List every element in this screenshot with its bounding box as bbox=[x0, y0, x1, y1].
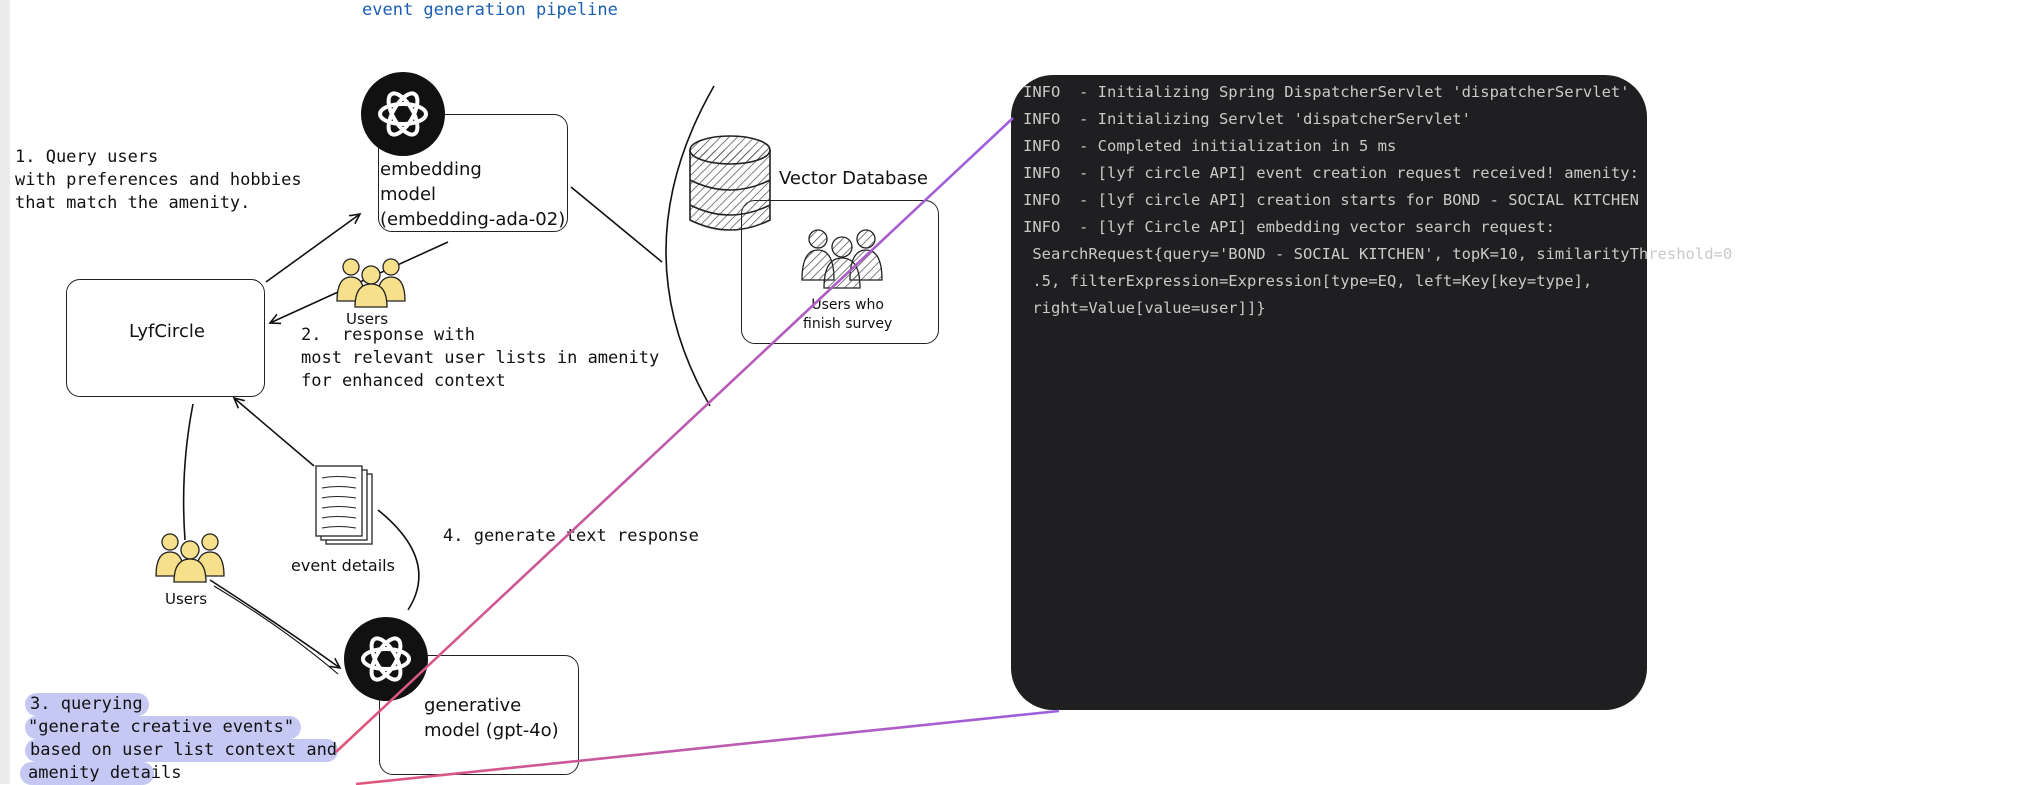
lyfcircle-box bbox=[66, 279, 265, 397]
terminal-line: INFO - [lyf circle API] creation starts … bbox=[1023, 191, 1639, 209]
users-group-icon bbox=[801, 229, 883, 289]
lyfcircle-label: LyfCircle bbox=[129, 321, 205, 342]
connector-lyfcircle-to-users bbox=[182, 403, 194, 541]
connector-embedding-to-db bbox=[570, 186, 663, 263]
event-details-label: event details bbox=[291, 556, 395, 575]
users-group-icon bbox=[155, 533, 225, 583]
zoom-line-bottom bbox=[355, 709, 1060, 785]
database-icon bbox=[689, 135, 771, 231]
step-3-line-1: 3. querying bbox=[30, 694, 143, 714]
step-2-label: 2. response with most relevant user list… bbox=[301, 325, 660, 391]
connector-generative-to-docs bbox=[377, 509, 420, 611]
users-bottom-label: Users bbox=[165, 590, 208, 608]
terminal-line: INFO - Initializing Spring DispatcherSer… bbox=[1023, 83, 1630, 101]
arrow-lyfcircle-to-embedding bbox=[265, 214, 360, 283]
users-finish-survey-label: Users who finish survey bbox=[803, 297, 893, 332]
step-3-line-4: amenity details bbox=[28, 763, 182, 783]
terminal-line: .5, filterExpression=Expression[type=EQ,… bbox=[1023, 272, 1593, 290]
users-group-icon bbox=[336, 258, 406, 308]
step-3-highlight-3 bbox=[25, 739, 338, 762]
step-3-line-2: "generate creative events" bbox=[28, 717, 295, 737]
step-3-highlight-2 bbox=[25, 716, 301, 739]
step-3-highlight-4 bbox=[20, 762, 154, 785]
terminal-line: INFO - Completed initialization in 5 ms bbox=[1023, 137, 1397, 155]
terminal-log: INFO - Initializing Spring DispatcherSer… bbox=[1023, 79, 2023, 322]
step-4-label: 4. generate text response bbox=[443, 526, 699, 546]
terminal-line: INFO - Initializing Servlet 'dispatcherS… bbox=[1023, 110, 1471, 128]
generative-model-label: generative model (gpt-4o) bbox=[424, 695, 559, 741]
step-3-line-3: based on user list context and bbox=[30, 740, 338, 760]
terminal-window: INFO - Initializing Spring DispatcherSer… bbox=[1011, 75, 1732, 710]
terminal-line: INFO - [lyf circle API] event creation r… bbox=[1023, 164, 1639, 182]
embedding-model-box bbox=[378, 114, 568, 232]
zoom-line-top bbox=[335, 117, 1014, 753]
arrow-users-to-generative bbox=[209, 579, 340, 668]
vector-database-label: Vector Database bbox=[779, 168, 928, 189]
terminal-line: INFO - [lyf Circle API] embedding vector… bbox=[1023, 218, 1555, 236]
users-top-label: Users bbox=[346, 310, 389, 328]
step-3-highlight-1 bbox=[25, 693, 149, 716]
step-1-label: 1. Query users with preferences and hobb… bbox=[15, 147, 302, 213]
embedding-model-label: embedding model (embedding-ada-02) bbox=[380, 159, 566, 230]
vector-db-curve bbox=[665, 85, 715, 407]
document-stack-icon bbox=[315, 465, 373, 545]
terminal-line: right=Value[value=user]]} bbox=[1023, 299, 1266, 317]
diagram-title: event generation pipeline bbox=[362, 0, 618, 20]
left-edge-strip bbox=[0, 0, 10, 784]
diagram-graphics bbox=[155, 72, 1060, 785]
terminal-line: SearchRequest{query='BOND - SOCIAL KITCH… bbox=[1023, 245, 1733, 263]
arrow-docs-to-lyfcircle bbox=[234, 398, 315, 467]
openai-logo-icon bbox=[361, 72, 445, 156]
arrow-users-to-generative-2 bbox=[213, 585, 339, 675]
openai-logo-icon bbox=[344, 617, 428, 701]
